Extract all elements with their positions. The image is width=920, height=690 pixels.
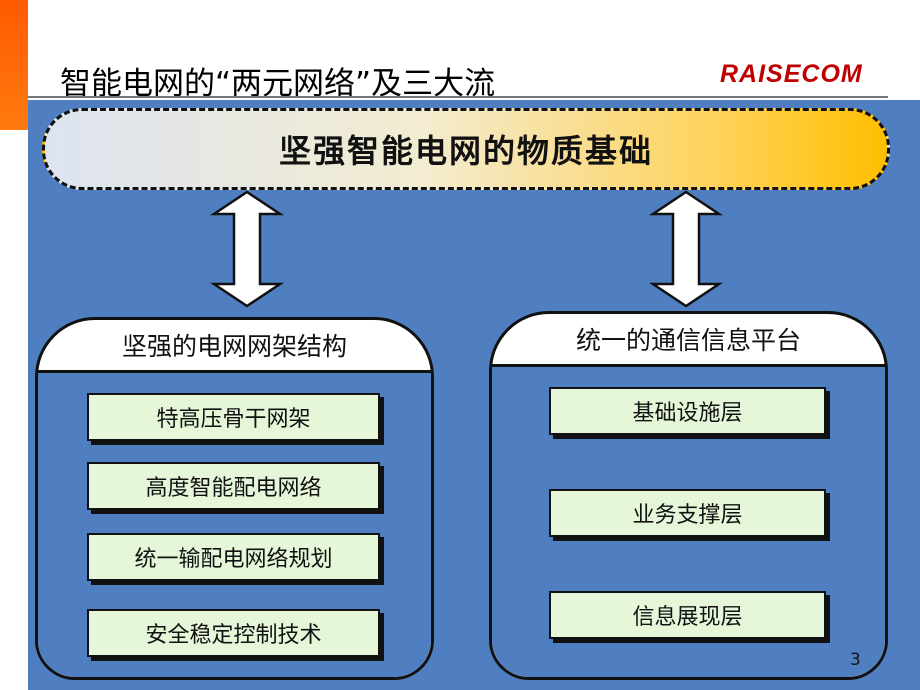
right-double-arrow: [648, 190, 724, 308]
left-item-uhv-backbone: 特高压骨干网架: [87, 393, 380, 441]
foundation-banner: 坚强智能电网的物质基础: [42, 108, 890, 190]
right-item-infrastructure-layer: 基础设施层: [549, 387, 826, 435]
left-double-arrow: [209, 190, 285, 308]
communication-platform-title: 统一的通信信息平台: [575, 326, 801, 355]
orange-accent-bar: [0, 0, 28, 130]
right-item-business-support-layer: 业务支撑层: [549, 489, 826, 537]
title-divider: [28, 96, 888, 98]
page-number: 3: [850, 650, 861, 670]
raisecom-logo: RAISECOM: [720, 60, 863, 88]
foundation-banner-label: 坚强智能电网的物质基础: [278, 132, 653, 170]
grid-structure-title: 坚强的电网网架结构: [121, 332, 347, 361]
left-item-network-planning: 统一输配电网络规划: [87, 533, 380, 581]
left-item-stability-control: 安全稳定控制技术: [87, 609, 380, 657]
left-item-smart-distribution: 高度智能配电网络: [87, 462, 380, 510]
right-item-presentation-layer: 信息展现层: [549, 591, 826, 639]
